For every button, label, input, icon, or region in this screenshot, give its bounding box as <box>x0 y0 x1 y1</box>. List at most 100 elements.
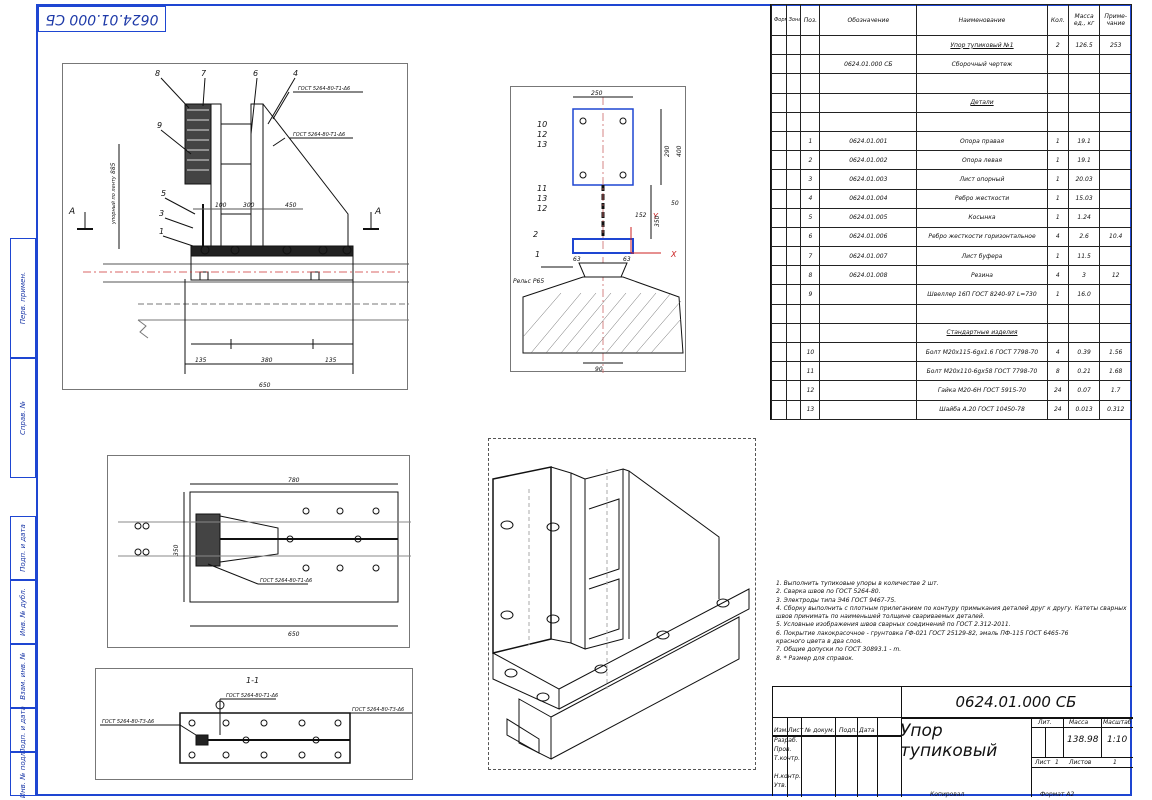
section-label-a-left: А <box>68 207 75 217</box>
spec-empty-cell <box>771 73 787 94</box>
spec-code <box>819 111 918 132</box>
spec-name: Гайка М20-6Н ГОСТ 5915-70 <box>916 380 1048 401</box>
spec-mass <box>1067 322 1101 344</box>
front-view-drawing: 8 7 6 4 9 5 3 1 А А 650 380 135 135 300 … <box>68 69 409 389</box>
side-view-frame: 10 12 13 11 13 12 2 1 Рельс Р65 Y X 250 … <box>510 86 686 373</box>
spec-pos: 1 <box>800 130 821 152</box>
axis-y-label: Y <box>653 212 659 221</box>
spec-note: 1.68 <box>1099 361 1132 382</box>
spec-row <box>771 111 1132 132</box>
spec-empty-cell <box>771 322 787 344</box>
spec-empty-cell <box>771 92 787 113</box>
weld-mark-2: ГОСТ 5264-80-Т1-Δ6 <box>293 132 345 138</box>
dim-135a: 135 <box>195 357 207 364</box>
spec-mass: 3 <box>1067 265 1101 286</box>
callout-6: 6 <box>253 69 258 78</box>
spec-qty: 1 <box>1046 207 1069 228</box>
spec-code <box>819 361 918 382</box>
spec-empty-cell <box>785 226 802 248</box>
technical-notes: 1. Выполнить тупиковые упоры в количеств… <box>776 580 1136 663</box>
spec-row: Стандартные изделия <box>771 322 1132 344</box>
left-strip-cell: Подп. и дата <box>10 516 36 580</box>
dim-50: 50 <box>671 200 679 207</box>
spec-qty <box>1046 322 1069 344</box>
spec-mass <box>1067 54 1101 75</box>
tb-mass-label: Масса <box>1069 719 1089 726</box>
spec-empty-cell <box>785 380 802 401</box>
tb-signer-tcontrol: Т.контр. <box>774 755 801 762</box>
spec-qty <box>1046 111 1069 132</box>
note-line: 7. Общие допуски по ГОСТ 30893.1 - m. <box>776 646 902 654</box>
spec-name: Лист буфера <box>916 246 1048 267</box>
spec-header-format: Формат <box>771 4 787 36</box>
spec-code: 0624.01.001 <box>819 130 918 152</box>
spec-note <box>1099 246 1132 267</box>
spec-empty-cell <box>771 246 787 267</box>
left-strip-cell: Взам. инв. № <box>10 644 36 708</box>
dim-63b: 63 <box>623 256 631 263</box>
tb-col-izm: Изм. <box>774 727 789 734</box>
spec-empty-cell <box>771 303 787 324</box>
note-line: 2. Сварка швов по ГОСТ 5264-80. <box>776 588 881 596</box>
spec-code <box>819 92 918 113</box>
note-line: 8. * Размер для справок. <box>776 654 854 662</box>
callout-10: 10 <box>537 120 547 129</box>
plan-view-frame: 780 650 350 ГОСТ 5264-80-Т1-Δ6 <box>107 455 411 648</box>
tb-scale-label: Масштаб <box>1103 719 1132 726</box>
spec-mass: 0.013 <box>1067 399 1101 420</box>
spec-empty-cell <box>785 169 802 190</box>
spec-header-zone: Зона <box>785 4 802 36</box>
title-block: Изм. Лист № докум. Подп. Дата Разраб. Пр… <box>772 686 1133 797</box>
spec-empty-cell <box>771 111 787 132</box>
spec-code: 0624.01.000 СБ <box>819 54 918 75</box>
spec-empty-cell <box>771 188 787 209</box>
spec-pos: 12 <box>800 380 821 401</box>
spec-note <box>1099 54 1132 75</box>
spec-code <box>819 73 918 94</box>
plan-view-drawing: 780 650 350 ГОСТ 5264-80-Т1-Δ6 <box>118 477 411 638</box>
dim-90: 90 <box>595 366 603 373</box>
left-strip-cell: Инв. № подл. <box>10 750 36 798</box>
spec-row <box>771 303 1132 324</box>
side-view-drawing: 10 12 13 11 13 12 2 1 Рельс Р65 Y X 250 … <box>513 90 684 373</box>
spec-code: 0624.01.004 <box>819 188 918 209</box>
tb-signer-approved: Утв. <box>774 782 787 789</box>
section-label-a-right: А <box>374 207 381 217</box>
spec-empty-cell <box>785 34 802 56</box>
note-line: 4. Сборку выполнить с плотным прилегание… <box>776 604 1127 612</box>
spec-empty-cell <box>785 303 802 324</box>
spec-note: 0.312 <box>1099 399 1132 420</box>
spec-empty-cell <box>771 34 787 56</box>
tb-scale-value: 1:10 <box>1107 735 1128 745</box>
spec-note <box>1099 130 1132 152</box>
rotated-drawing-code: 0624.01.000 СБ <box>38 6 166 32</box>
note-line: красного цвета в два слоя. <box>776 638 863 646</box>
spec-mass: 0.21 <box>1067 361 1101 382</box>
spec-code <box>819 34 918 56</box>
spec-name: Стандартные изделия <box>916 322 1048 344</box>
spec-mass: 19.1 <box>1067 130 1101 152</box>
spec-code: 0624.01.003 <box>819 169 918 190</box>
spec-empty-cell <box>771 399 787 420</box>
spec-mass: 16.0 <box>1067 284 1101 305</box>
spec-name: Шайба А.20 ГОСТ 10450-78 <box>916 399 1048 420</box>
spec-qty <box>1046 92 1069 113</box>
spec-mass: 20.03 <box>1067 169 1101 190</box>
axis-x-label: X <box>670 250 677 259</box>
dim-63a: 63 <box>573 256 581 263</box>
note-line: 1. Выполнить тупиковые упоры в количеств… <box>776 580 939 587</box>
spec-mass <box>1067 303 1101 324</box>
spec-code: 0624.01.007 <box>819 246 918 267</box>
format-label: Формат А2 <box>1040 791 1075 798</box>
left-strip: Перв. примен. Справ. № Подп. и дата Инв.… <box>10 238 36 798</box>
spec-empty-cell <box>785 150 802 171</box>
